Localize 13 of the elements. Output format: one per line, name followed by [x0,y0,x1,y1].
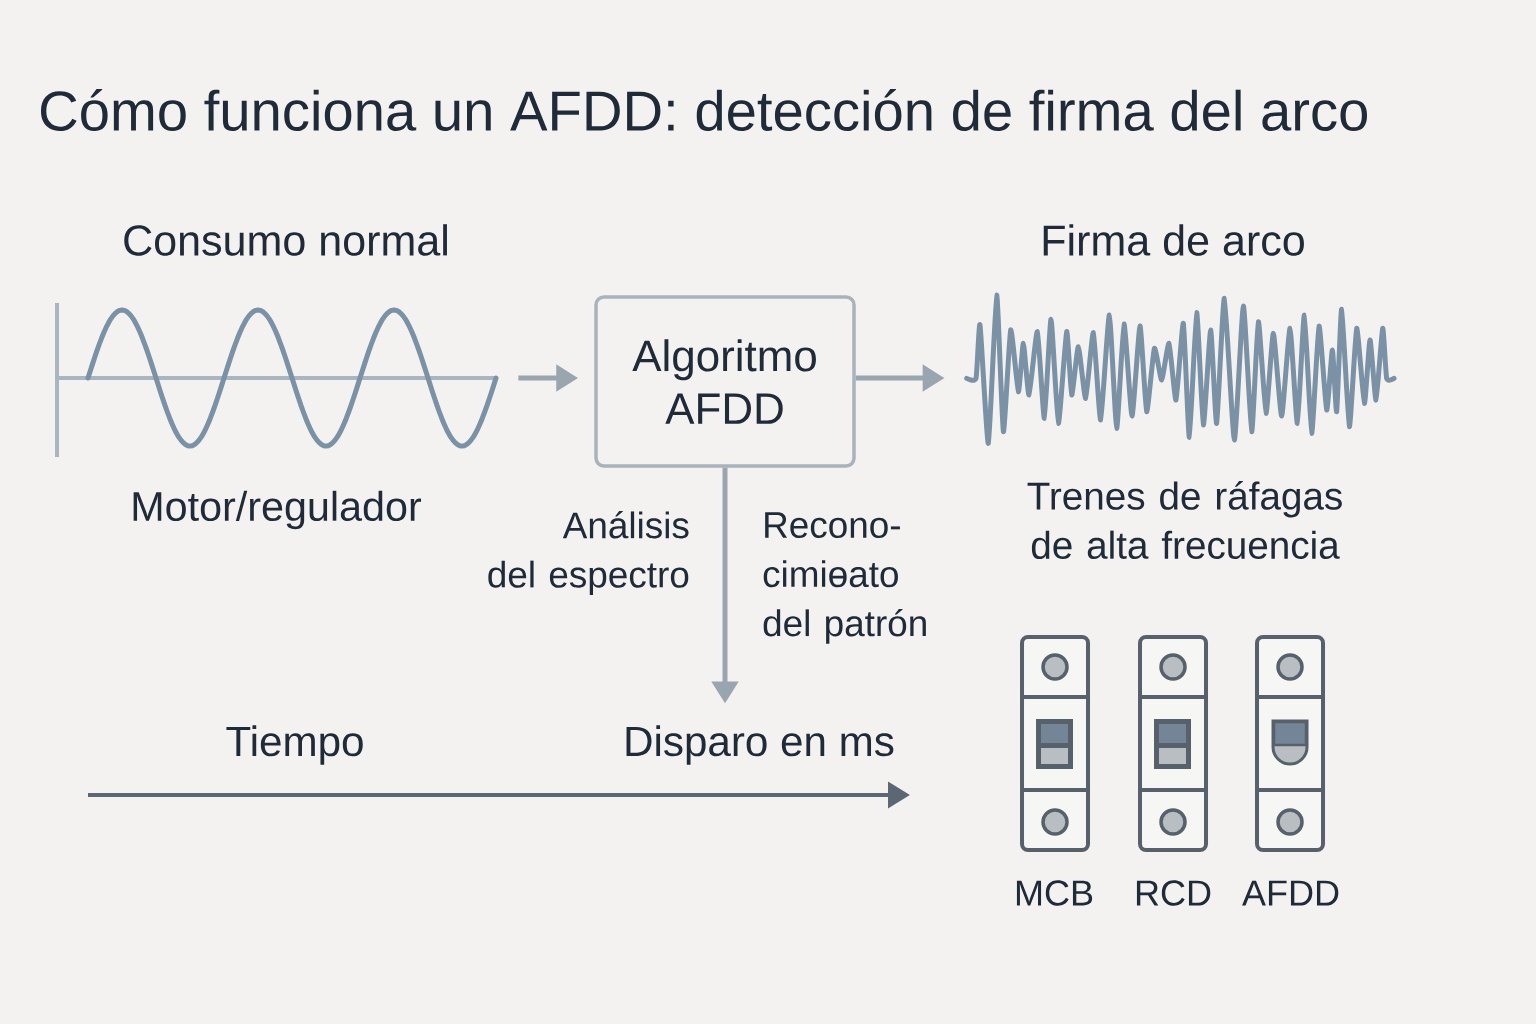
trip-label: Disparo en ms [626,725,894,765]
arrow-note: Recono- cimiɵato del patrón [763,512,926,644]
axis-label: Tiempo [226,725,363,765]
wave-caption: Trenes de ráfagas de alta frecuencia [1027,481,1342,560]
wave-heading: Consumo normal [124,224,447,256]
wave-caption: Motor/regulador [133,490,422,530]
wave-heading: Firma de arco [1043,224,1304,256]
device-label: AFDD [1242,880,1339,906]
device-label: MCB [1016,880,1093,906]
process-box: Algoritmo AFDD [594,295,856,468]
device-label: RCD [1136,880,1211,906]
title: Cómo funciona un AFDD: detección de firma del arco [41,89,1367,131]
arrow-note: Análisis del espectro [488,511,689,596]
